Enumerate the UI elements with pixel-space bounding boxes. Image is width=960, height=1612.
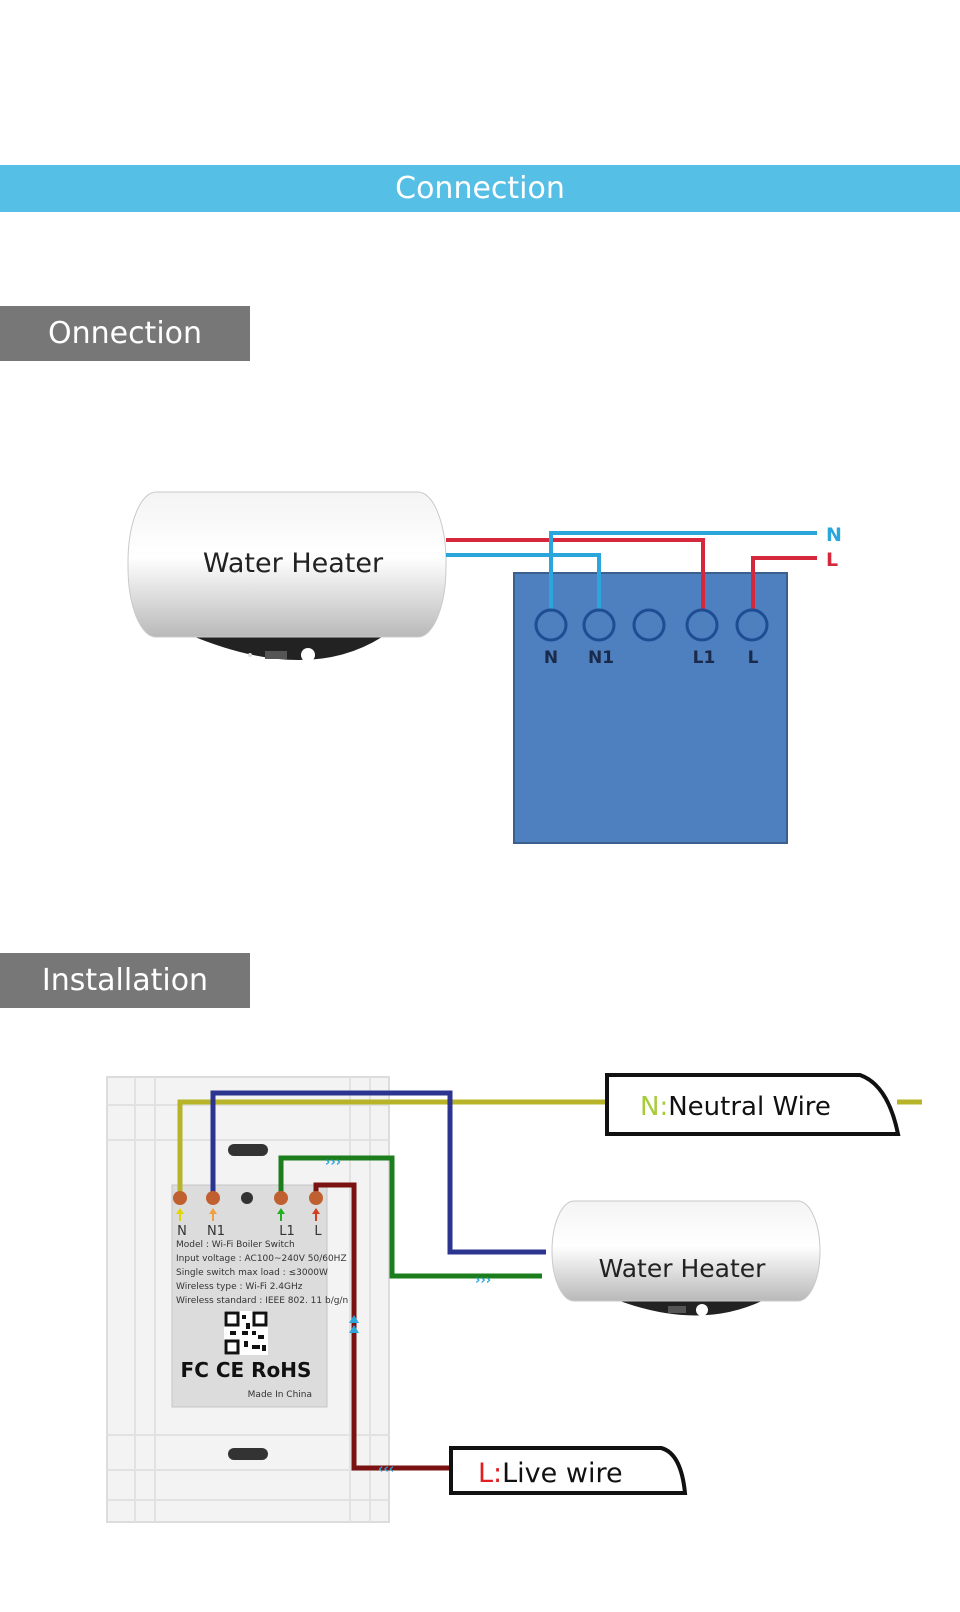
heater-knob-icon <box>696 1304 708 1316</box>
heater-label: Water Heater <box>203 548 384 579</box>
switch-terminals <box>173 1191 323 1221</box>
live-line-wire <box>751 556 817 610</box>
terminal-l1-screw <box>274 1191 288 1205</box>
l1-wire <box>278 1155 542 1279</box>
neutral-wire <box>177 1099 605 1192</box>
flow-arrows-icon: ››› <box>325 1155 341 1170</box>
water-heater-illustration <box>551 1200 821 1316</box>
line-label-n: N <box>826 524 842 546</box>
spec-line: Single switch max load : ≤3000W <box>176 1268 328 1278</box>
flow-up-arrow-icon <box>349 1315 359 1323</box>
flow-arrows-icon: ‹‹‹ <box>378 1462 394 1477</box>
terminal-n1-screw <box>206 1191 220 1205</box>
terminal-label-l: L <box>314 1224 322 1239</box>
live-callout-text: L:Live wire <box>478 1458 623 1489</box>
heater-neutral-wire <box>446 553 601 610</box>
terminal-n1 <box>582 608 616 642</box>
live-callout-label: Live wire <box>502 1458 622 1489</box>
connection-banner: Connection <box>0 165 960 212</box>
certification-marks: FC CE RoHS <box>181 1358 312 1382</box>
section-label-installation: Installation <box>0 953 250 1008</box>
live-wire-callout <box>449 1446 688 1495</box>
heater-live-wire <box>446 538 705 610</box>
section-label-connection: Onnection <box>0 306 250 361</box>
switch-module <box>513 572 788 844</box>
terminal-label-n: N <box>177 1224 187 1239</box>
heater-label: Water Heater <box>599 1254 767 1283</box>
terminal-l1 <box>685 608 719 642</box>
neutral-callout-text: N:Neutral Wire <box>640 1092 831 1122</box>
terminal-label-n1: N1 <box>588 648 614 668</box>
top-screw-slot <box>228 1144 268 1156</box>
terminal-label-l1: L1 <box>279 1224 295 1239</box>
terminal-spare <box>632 608 666 642</box>
water-heater-illustration <box>127 491 447 662</box>
terminal-n-screw <box>173 1191 187 1205</box>
spec-line: Model : Wi-Fi Boiler Switch <box>176 1240 295 1250</box>
n1-wire <box>210 1090 546 1255</box>
heater-knob-icon <box>301 648 315 662</box>
terminal-label-l: L <box>748 648 759 668</box>
wires <box>446 531 817 610</box>
terminal-label-l1: L1 <box>693 648 716 668</box>
live-wire <box>313 1182 451 1471</box>
spec-line: Input voltage : AC100~240V 50/60HZ <box>176 1254 347 1264</box>
neutral-wire-callout <box>605 1073 901 1136</box>
terminal-l <box>735 608 769 642</box>
connection-diagram: Water Heater N N1 L1 L N L <box>127 491 842 844</box>
terminal-label-n: N <box>544 648 558 668</box>
made-in-label: Made In China <box>248 1390 312 1400</box>
neutral-line-wire <box>549 531 817 610</box>
neutral-callout-label: Neutral Wire <box>668 1092 831 1122</box>
bottom-screw-slot <box>228 1448 268 1460</box>
live-callout-prefix: L: <box>478 1458 502 1489</box>
product-label-panel <box>171 1184 328 1408</box>
line-label-l: L <box>826 549 838 571</box>
terminal-n <box>534 608 568 642</box>
spec-line: Wireless type : Wi-Fi 2.4GHz <box>176 1282 303 1292</box>
spec-line: Wireless standard : IEEE 802. 11 b/g/n <box>176 1296 348 1306</box>
terminal-l-screw <box>309 1191 323 1205</box>
terminal-label-n1: N1 <box>207 1224 225 1239</box>
installation-diagram: Model : Wi-Fi Boiler Switch Input voltag… <box>106 1073 922 1523</box>
flow-arrows-icon: ››› <box>475 1273 491 1288</box>
terminal-spare-screw <box>241 1192 253 1204</box>
installation-wires <box>177 1090 922 1471</box>
neutral-callout-prefix: N: <box>640 1092 668 1122</box>
qr-code-icon <box>224 1311 268 1355</box>
